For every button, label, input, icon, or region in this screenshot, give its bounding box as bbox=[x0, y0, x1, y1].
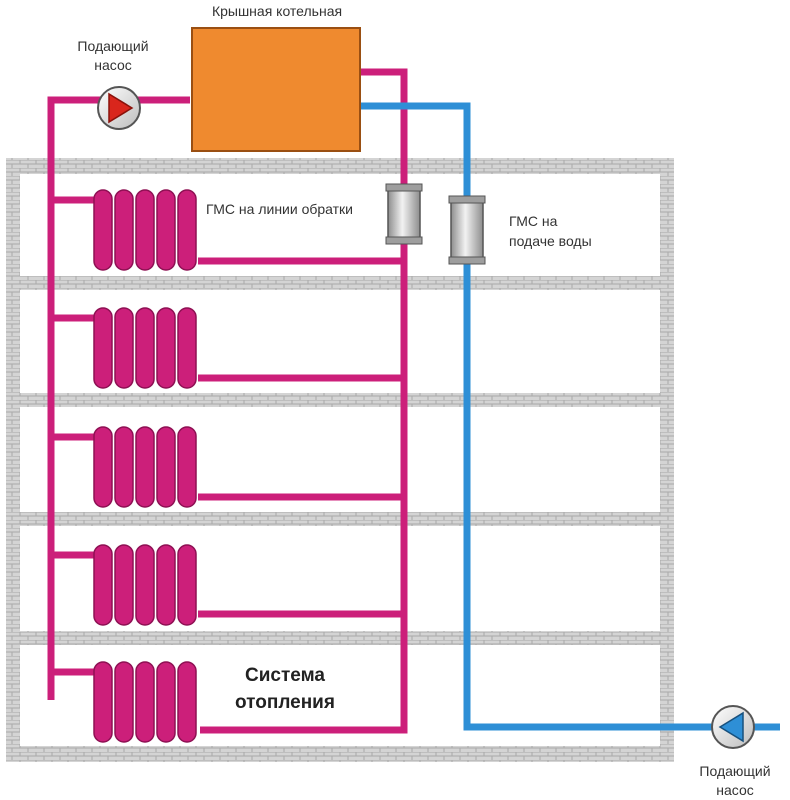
gms-return-label: ГМС на линии обратки bbox=[206, 201, 353, 217]
wall-left bbox=[6, 158, 20, 762]
wall-bottom bbox=[6, 746, 674, 762]
radiator-icon bbox=[93, 544, 197, 626]
rooftop-boiler bbox=[191, 27, 361, 152]
pump-top-label-line1: Подающий bbox=[77, 38, 148, 54]
radiator-icon bbox=[93, 426, 197, 508]
radiator-icon bbox=[93, 661, 197, 743]
wall-top bbox=[6, 158, 672, 174]
system-label-line1: Система bbox=[245, 665, 325, 686]
pump-icon bbox=[711, 705, 755, 749]
building-walls bbox=[6, 158, 674, 762]
floor-slab-2 bbox=[6, 393, 674, 407]
floor-slab-4 bbox=[6, 631, 674, 645]
pump-top-label-line2: насос bbox=[94, 57, 131, 73]
pump-bottom-label-line1: Подающий bbox=[699, 763, 770, 779]
gms-supply-label-line1: ГМС на bbox=[509, 213, 558, 229]
system-label-line2: отопления bbox=[235, 692, 335, 713]
water-supply-pipe bbox=[360, 102, 780, 731]
heating-pipes bbox=[47, 68, 408, 734]
floor-slab-3 bbox=[6, 512, 674, 526]
pump-bottom-label-line2: насос bbox=[716, 782, 753, 798]
pump-icon bbox=[97, 86, 141, 130]
gms-supply-label-line2: подаче воды bbox=[509, 233, 592, 249]
radiators bbox=[93, 189, 197, 743]
magnetic-softener-icon bbox=[448, 195, 486, 265]
boiler-label: Крышная котельная bbox=[212, 3, 342, 19]
magnetic-softener-icon bbox=[385, 183, 423, 245]
radiator-icon bbox=[93, 307, 197, 389]
floor-slab-1 bbox=[6, 276, 674, 290]
radiator-icon bbox=[93, 189, 197, 271]
wall-right bbox=[660, 158, 674, 762]
